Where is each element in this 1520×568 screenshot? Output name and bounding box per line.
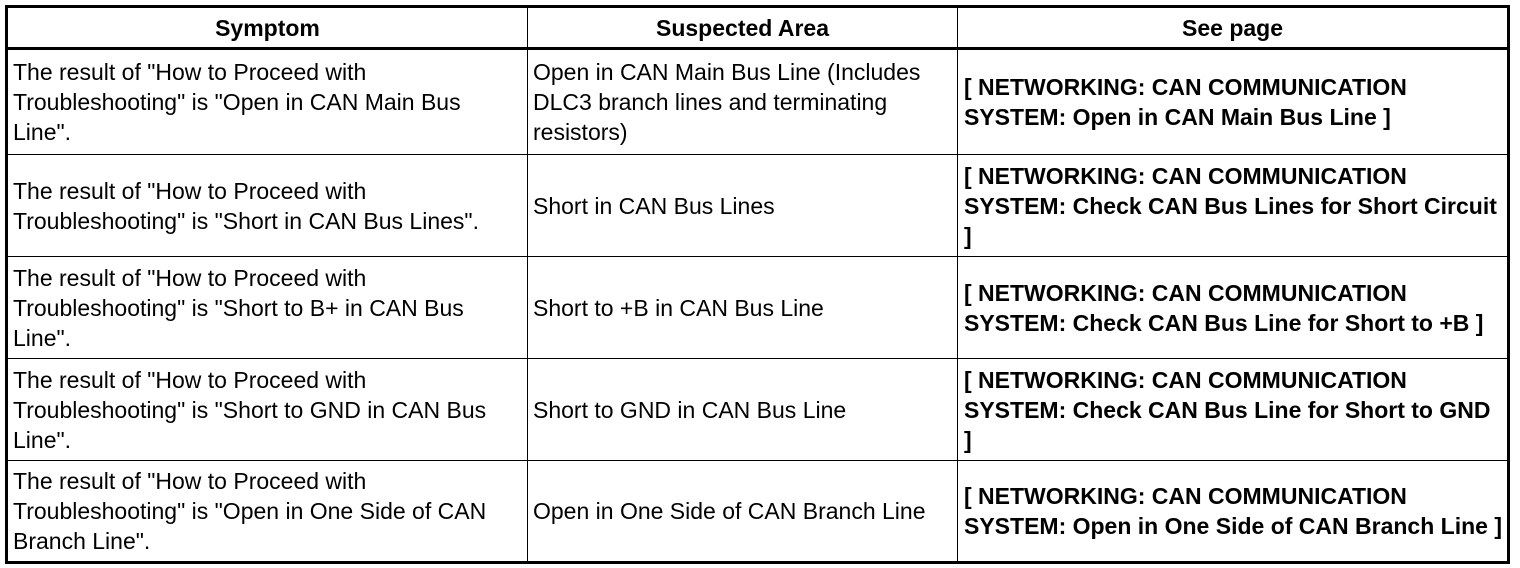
troubleshooting-table: Symptom Suspected Area See page The resu… [5, 5, 1510, 564]
document-page: Symptom Suspected Area See page The resu… [5, 5, 1510, 564]
table-row: The result of "How to Proceed with Troub… [6, 48, 1509, 155]
table-row: The result of "How to Proceed with Troub… [6, 154, 1509, 257]
see-page-link[interactable]: [ NETWORKING: CAN COMMUNICATION SYSTEM: … [957, 358, 1509, 461]
header-see-page: See page [957, 6, 1509, 50]
symptom-cell: The result of "How to Proceed with Troub… [6, 48, 528, 155]
see-page-link[interactable]: [ NETWORKING: CAN COMMUNICATION SYSTEM: … [957, 48, 1509, 155]
table-row: The result of "How to Proceed with Troub… [6, 358, 1509, 461]
table-row: The result of "How to Proceed with Troub… [6, 256, 1509, 359]
suspected-area-cell: Short to +B in CAN Bus Line [527, 256, 958, 359]
header-symptom: Symptom [6, 6, 528, 50]
symptom-cell: The result of "How to Proceed with Troub… [6, 154, 528, 257]
see-page-link[interactable]: [ NETWORKING: CAN COMMUNICATION SYSTEM: … [957, 460, 1509, 563]
header-suspected-area: Suspected Area [527, 6, 958, 50]
see-page-link[interactable]: [ NETWORKING: CAN COMMUNICATION SYSTEM: … [957, 256, 1509, 359]
suspected-area-cell: Open in CAN Main Bus Line (Includes DLC3… [527, 48, 958, 155]
symptom-cell: The result of "How to Proceed with Troub… [6, 460, 528, 563]
header-row: Symptom Suspected Area See page [6, 6, 1509, 50]
suspected-area-cell: Short in CAN Bus Lines [527, 154, 958, 257]
table-row: The result of "How to Proceed with Troub… [6, 460, 1509, 563]
suspected-area-cell: Open in One Side of CAN Branch Line [527, 460, 958, 563]
symptom-cell: The result of "How to Proceed with Troub… [6, 358, 528, 461]
symptom-cell: The result of "How to Proceed with Troub… [6, 256, 528, 359]
see-page-link[interactable]: [ NETWORKING: CAN COMMUNICATION SYSTEM: … [957, 154, 1509, 257]
suspected-area-cell: Short to GND in CAN Bus Line [527, 358, 958, 461]
